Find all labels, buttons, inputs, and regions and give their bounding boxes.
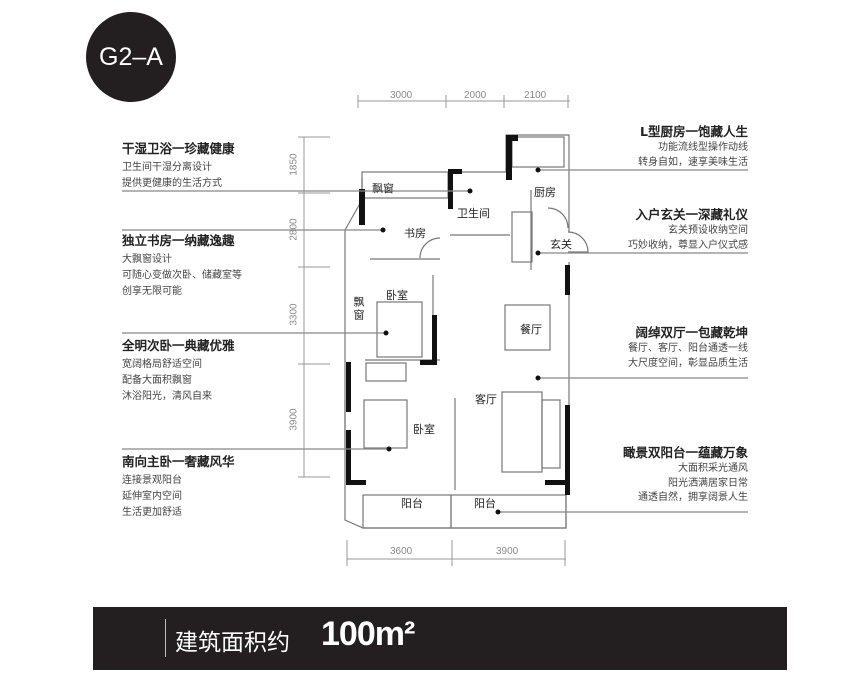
divider [165,619,166,657]
feature-line: 延伸室内空间 [122,491,182,502]
feature-line: 宽阔格局舒适空间 [122,359,202,370]
feature-bedroom-second: 全明次卧一典藏优雅 宽阔格局舒适空间 配备大面积飘窗 沐浴阳光，清风自来 [122,337,235,405]
feature-kitchen: L型厨房一饱藏人生 功能流线型操作动线 转身自如，速享美味生活 [638,123,748,170]
dim-left-3: 3300 [288,303,300,326]
bed-second [376,301,423,358]
dim-top-2: 2000 [464,90,487,101]
rug [501,391,543,473]
feature-foyer: 入户玄关一深藏礼仪 玄关预设收纳空间 巧妙收纳，尊显入户仪式感 [628,206,748,253]
feature-line: 巧妙收纳，尊显入户仪式感 [628,239,748,251]
unit-code-badge: G2–A [86,12,176,102]
feature-title: 阔绰双厅一包藏乾坤 [635,325,748,340]
dining-table [504,304,551,351]
room-bathroom: 卫生间 [457,207,490,220]
room-kitchen: 厨房 [534,186,556,199]
dim-bottom-2: 3900 [496,546,519,557]
feature-line: 大面积采光通风 [678,463,748,474]
feature-line: 餐厅、客厅、阳台通透一线 [628,343,748,354]
feature-line: 创享无限可能 [122,286,182,297]
sofa [541,399,561,469]
feature-bathroom: 干湿卫浴一珍藏健康 卫生间干湿分离设计 提供更健康的生活方式 [122,140,235,192]
room-bedroom-master: 卧室 [413,423,435,436]
feature-study: 独立书房一纳藏逸趣 大飘窗设计 可随心变做次卧、储藏室等 创享无限可能 [122,232,242,300]
room-balcony-left: 阳台 [401,497,423,510]
feature-living-dining: 阔绰双厅一包藏乾坤 餐厅、客厅、阳台通透一线 大尺度空间，彰显品质生活 [628,324,748,371]
feature-line: 转身自如，速享美味生活 [638,156,748,168]
feature-title: 独立书房一纳藏逸趣 [122,233,235,248]
feature-line: 提供更健康的生活方式 [122,178,222,189]
feature-line: 可随心变做次卧、储藏室等 [122,270,242,281]
dim-top-1: 3000 [390,90,413,101]
feature-title: 南向主卧一奢藏风华 [122,454,235,469]
dim-left-2: 2800 [288,218,300,241]
feature-line: 功能流线型操作动线 [658,142,748,153]
feature-line: 沐浴阳光，清风自来 [122,391,212,402]
feature-line: 阳光洒满居家日常 [668,477,748,489]
unit-code: G2–A [99,42,163,71]
feature-line: 生活更加舒适 [122,507,182,518]
feature-line: 大尺度空间，彰显品质生活 [628,357,748,369]
floor-plan [122,95,748,566]
room-bay-window-top: 飘窗 [372,182,394,195]
feature-line: 卫生间干湿分离设计 [122,162,212,173]
feature-line: 玄关预设收纳空间 [668,225,748,236]
room-study: 书房 [404,227,426,240]
room-dining: 餐厅 [520,323,542,336]
feature-line: 连接景观阳台 [122,475,182,486]
room-foyer: 玄关 [550,238,572,251]
room-bedroom-second: 卧室 [386,289,408,302]
feature-bedroom-master: 南向主卧一奢藏风华 连接景观阳台 延伸室内空间 生活更加舒适 [122,453,235,521]
room-bay-window-side: 飘窗 [352,296,365,322]
feature-title: 瞰景双阳台一蕴藏万象 [622,445,748,460]
feature-title: 干湿卫浴一珍藏健康 [122,141,235,156]
area-label: 建筑面积约 [175,630,290,656]
dim-left-4: 3900 [288,408,300,431]
feature-title: 入户玄关一深藏礼仪 [635,207,748,222]
dim-top-3: 2100 [524,90,547,101]
area-value: 100m² [321,615,415,653]
feature-line: 通透自然，拥享阔景人生 [638,492,748,503]
bed-master [363,399,408,449]
feature-line: 配备大面积飘窗 [122,375,192,386]
kitchen-counter [511,136,565,168]
feature-balcony: 瞰景双阳台一蕴藏万象 大面积采光通风 阳光洒满居家日常 通透自然，拥享阔景人生 [623,444,748,506]
room-balcony-right: 阳台 [474,497,496,510]
room-living: 客厅 [475,393,497,406]
feature-title: L型厨房一饱藏人生 [640,124,748,139]
feature-line: 大飘窗设计 [122,254,172,265]
dim-left-1: 1850 [288,153,300,176]
feature-title: 全明次卧一典藏优雅 [122,338,235,353]
area-banner: 建筑面积约 100m² [93,607,787,670]
dim-bottom-1: 3600 [390,546,413,557]
